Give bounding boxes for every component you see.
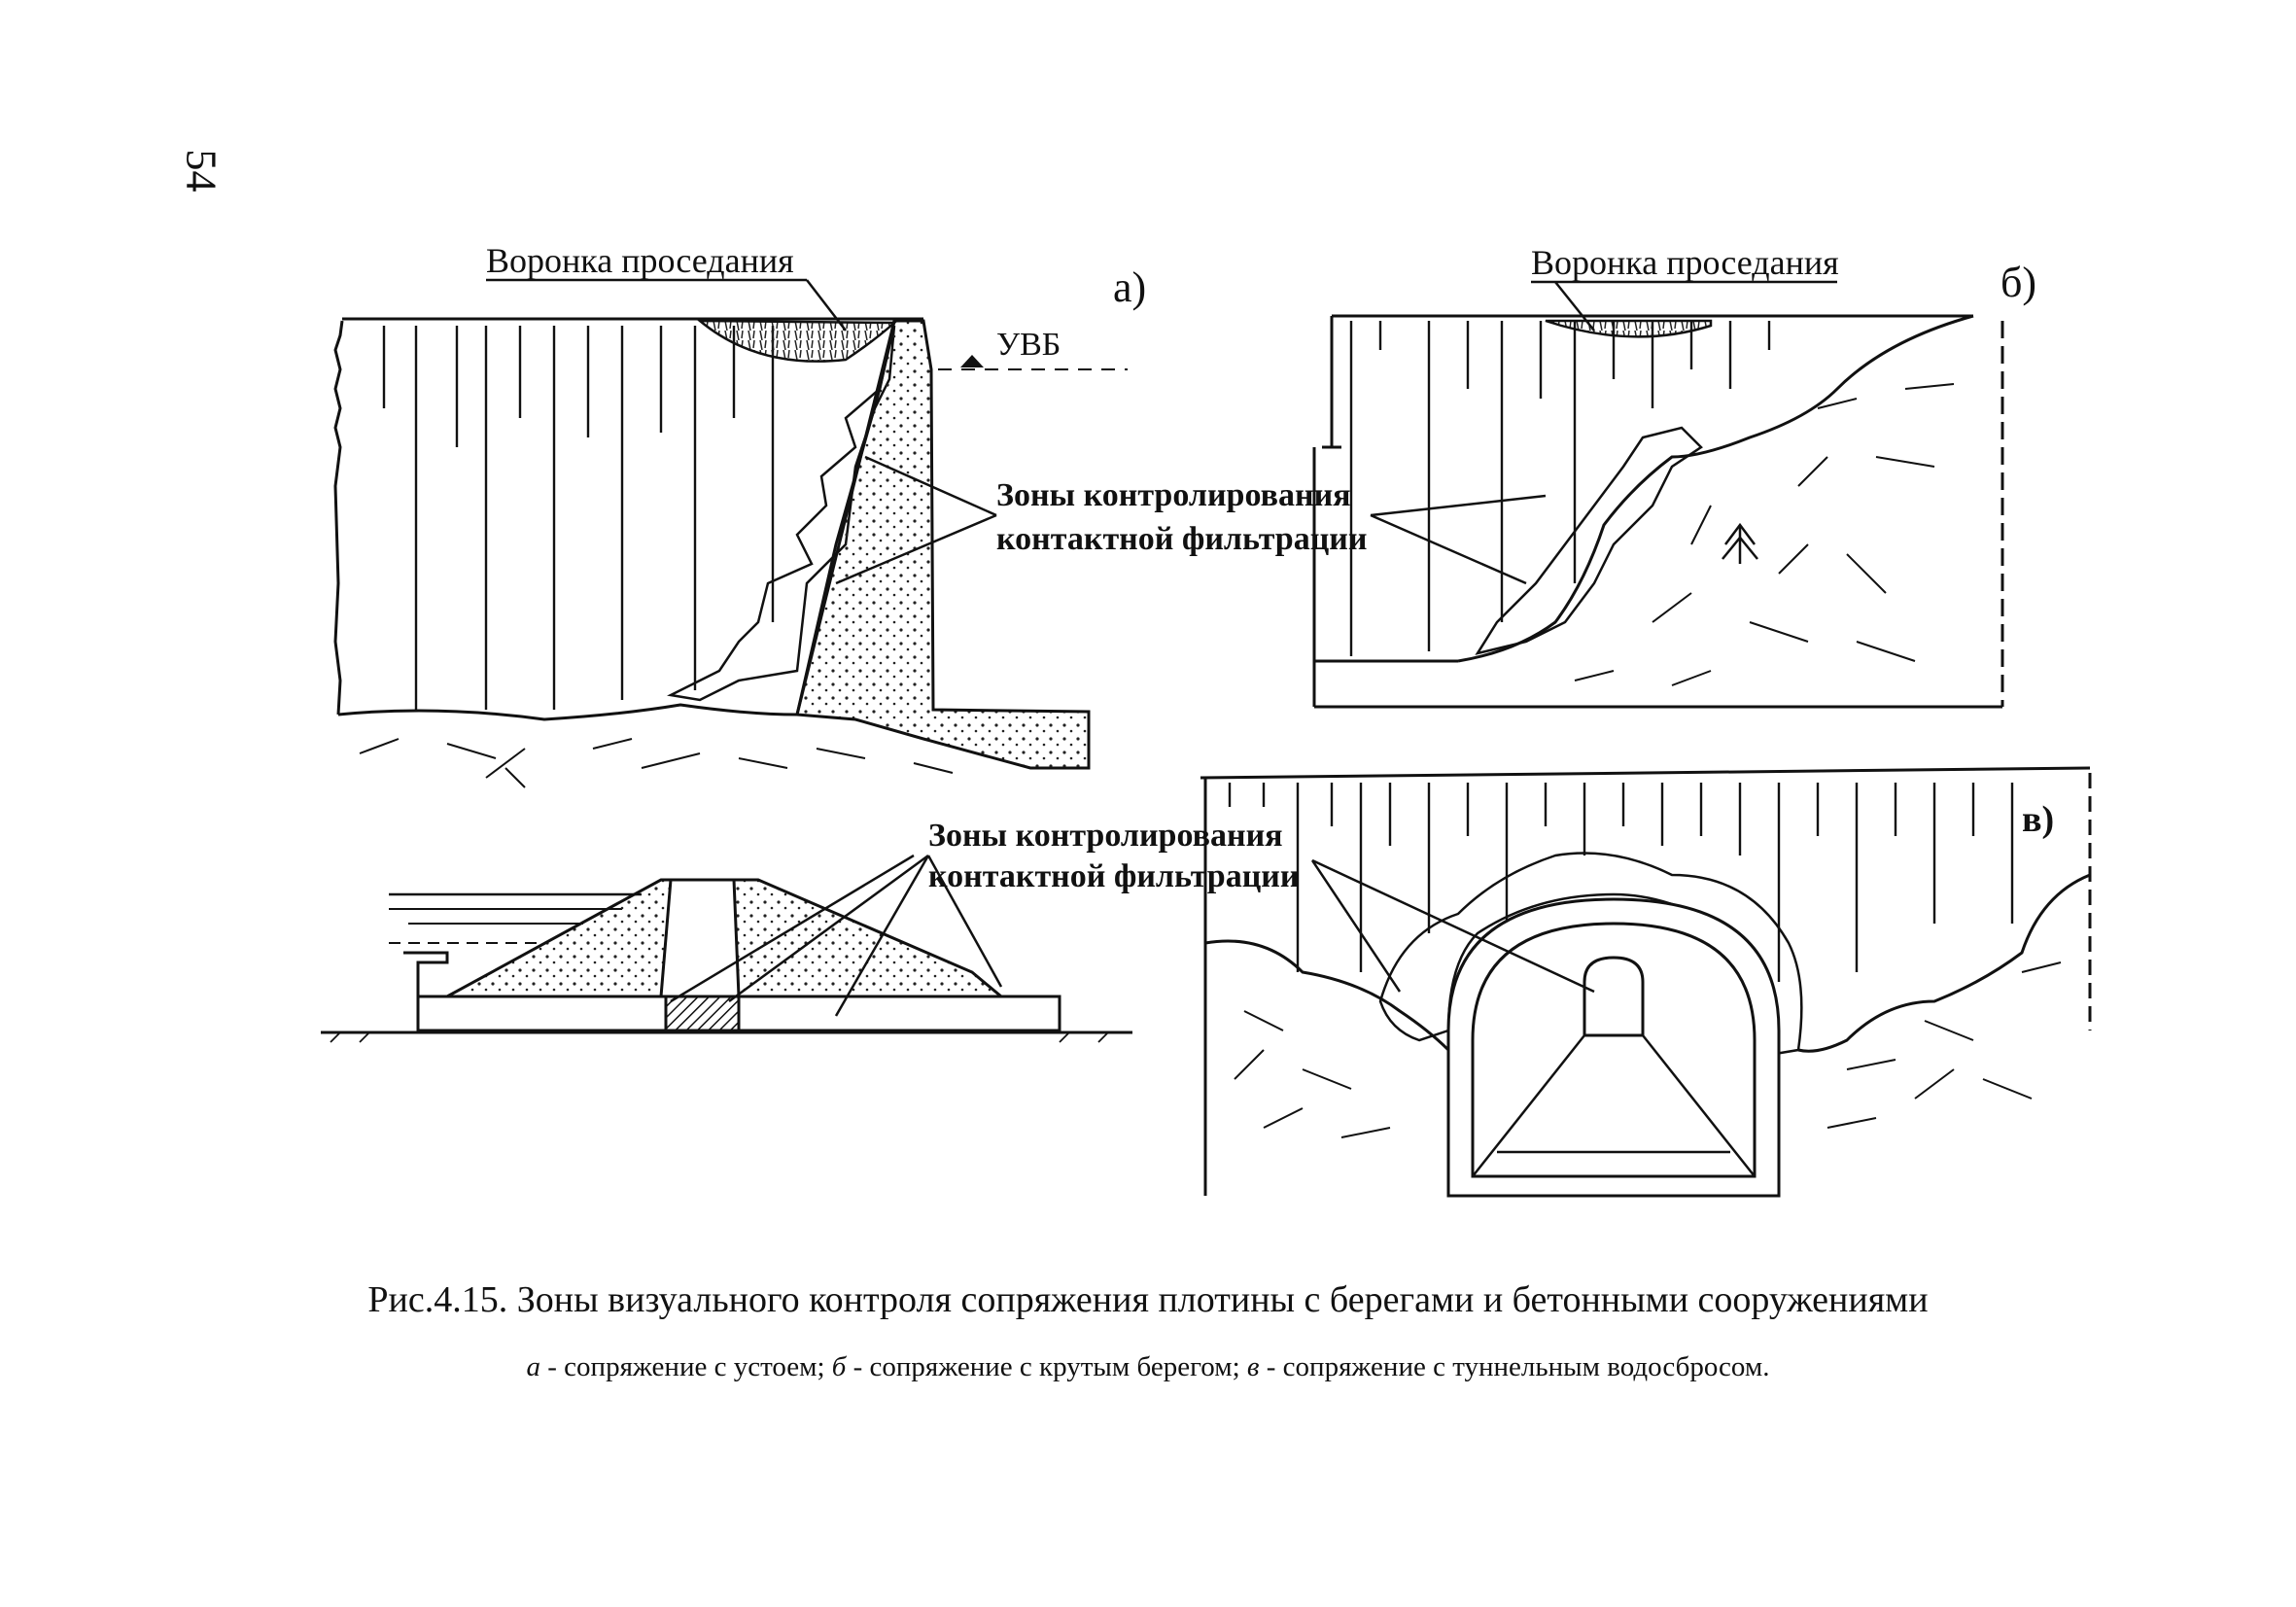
ground-ticks-dam bbox=[330, 1031, 1109, 1043]
panel-b-marker: б) bbox=[2000, 259, 2036, 306]
sinkhole-b bbox=[1545, 319, 1713, 338]
panel-b bbox=[1312, 280, 2004, 709]
zones-label-c-line2: контактной фильтрации bbox=[928, 858, 1300, 894]
tunnel-portal bbox=[1583, 956, 1645, 1037]
dam-vertical-lines-b bbox=[1349, 321, 1771, 656]
figure-legend: а - сопряжение с устоем; б - сопряжение … bbox=[0, 1351, 2296, 1383]
contact-zone-b bbox=[1475, 426, 1703, 655]
dam-body-a bbox=[333, 320, 344, 716]
legend-a-key: а bbox=[526, 1351, 541, 1382]
zones-label-a-line2: контактной фильтрации bbox=[996, 521, 1368, 557]
legend-b-key: б bbox=[831, 1351, 847, 1382]
abutment-a bbox=[795, 319, 1091, 770]
legend-c-text: - сопряжение с туннельным водосбросом. bbox=[1259, 1351, 1770, 1382]
left-bank-c bbox=[1204, 939, 1450, 1052]
panel-a-marker: а) bbox=[1113, 263, 1146, 311]
contact-zone-c bbox=[1378, 852, 1803, 1057]
sinkhole-label-a: Воронка проседания bbox=[486, 241, 794, 280]
panel-dam-section bbox=[321, 854, 1132, 1043]
spillway-wall bbox=[403, 951, 449, 1031]
water-level-mark-a bbox=[960, 355, 984, 367]
cutoff-hatch bbox=[664, 995, 741, 1032]
panel-a bbox=[333, 278, 1128, 788]
sinkhole-label-b: Воронка проседания bbox=[1531, 243, 1839, 282]
right-bank-c bbox=[1797, 873, 2091, 1053]
figure-caption: Рис.4.15. Зоны визуального контроля сопр… bbox=[367, 1279, 1929, 1320]
legend-a-text: - сопряжение с устоем; bbox=[540, 1351, 832, 1382]
steep-bank-b bbox=[1457, 314, 1974, 663]
water-level-label: УВБ bbox=[996, 327, 1061, 363]
ground-a bbox=[337, 703, 798, 721]
core bbox=[659, 878, 741, 998]
tree-icon bbox=[1722, 522, 1758, 564]
tunnel-inner bbox=[1471, 922, 1757, 1178]
ground-strokes-a bbox=[359, 738, 954, 788]
sinkhole-a bbox=[696, 319, 898, 363]
zones-label-a-line1: Зоны контролирования bbox=[996, 477, 1351, 513]
dam-vertical-lines-c bbox=[1228, 783, 2014, 982]
dam-vertical-lines-a bbox=[382, 326, 775, 710]
panel-c-marker: в) bbox=[2022, 799, 2054, 840]
zones-label-c-line1: Зоны контролирования bbox=[928, 818, 1283, 854]
rock-strokes-b bbox=[1574, 383, 1955, 686]
rock-strokes-c bbox=[1234, 961, 2062, 1138]
legend-c-key: в bbox=[1246, 1351, 1260, 1382]
legend-b-text: - сопряжение с крутым берегом; bbox=[846, 1351, 1247, 1382]
tunnel-outer bbox=[1446, 897, 1781, 1198]
panel-c bbox=[1200, 766, 2092, 1198]
